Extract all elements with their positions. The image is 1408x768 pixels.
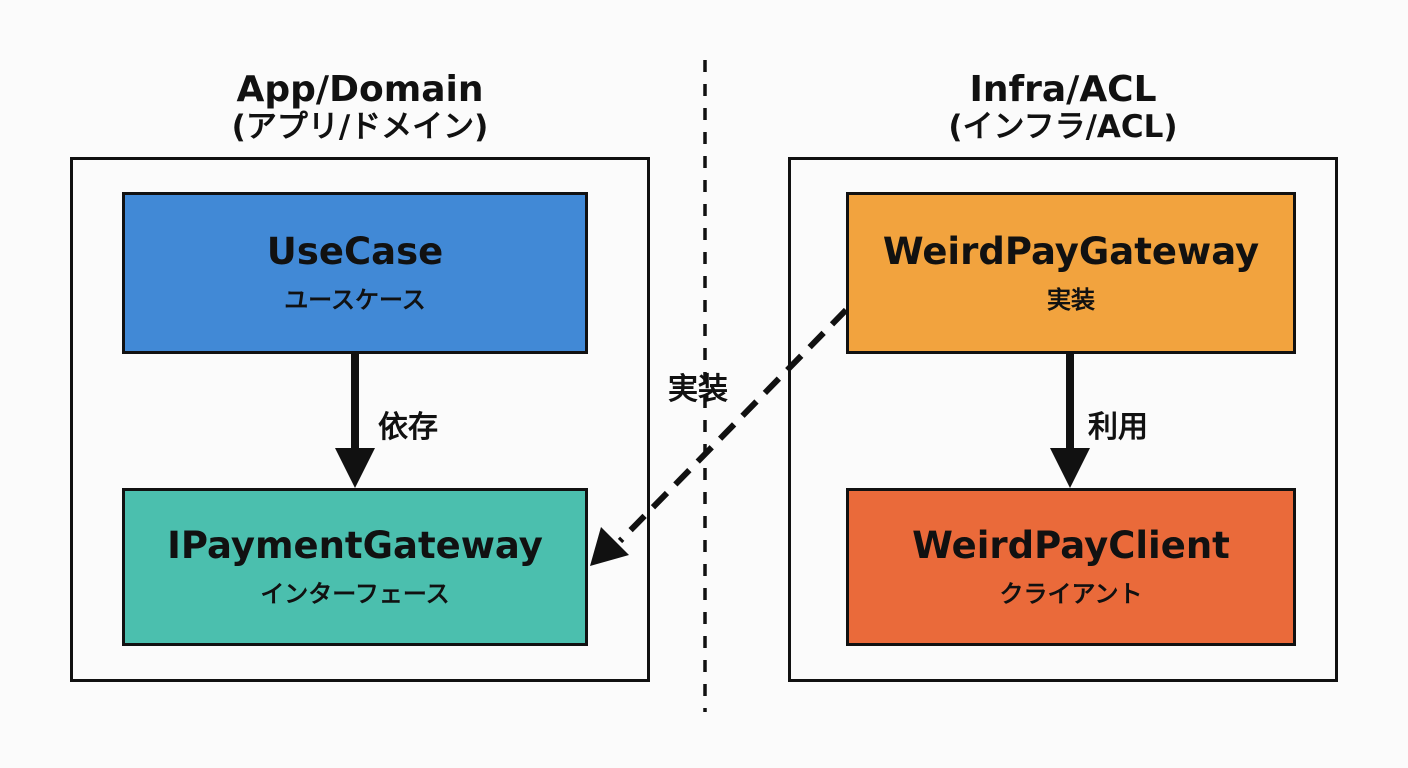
infra-acl-title: Infra/ACL [969,69,1157,110]
weirdpay-gateway-name: WeirdPayGateway [882,230,1260,274]
usecase-box: UseCase ユースケース [122,192,588,354]
weirdpay-client-name: WeirdPayClient [912,524,1230,568]
ipayment-gateway-sub: インターフェース [260,579,450,608]
infra-acl-frame [788,157,1338,682]
app-domain-subtitle: (アプリ/ドメイン) [231,109,489,146]
infra-acl-layer-title: Infra/ACL (インフラ/ACL) [788,69,1338,146]
weirdpay-gateway-sub: 実装 [1047,285,1095,314]
implements-arrow-head [590,527,629,566]
implements-label: 実装 [668,372,728,407]
depends-arrow-head [335,448,375,488]
app-domain-title: App/Domain [236,69,484,110]
depends-label: 依存 [378,410,438,445]
ipayment-gateway-box: IPaymentGateway インターフェース [122,488,588,646]
usecase-sub: ユースケース [284,285,426,314]
app-domain-layer-title: App/Domain (アプリ/ドメイン) [70,69,650,146]
weirdpay-client-sub: クライアント [999,579,1143,608]
weirdpay-gateway-box: WeirdPayGateway 実装 [846,192,1296,354]
uses-arrow-head [1050,448,1090,488]
weirdpay-client-box: WeirdPayClient クライアント [846,488,1296,646]
infra-acl-subtitle: (インフラ/ACL) [948,109,1178,146]
app-domain-frame [70,157,650,682]
ipayment-gateway-name: IPaymentGateway [167,524,543,568]
implements-arrow-shaft [617,307,849,544]
usecase-name: UseCase [266,230,444,274]
uses-label: 利用 [1088,410,1148,445]
